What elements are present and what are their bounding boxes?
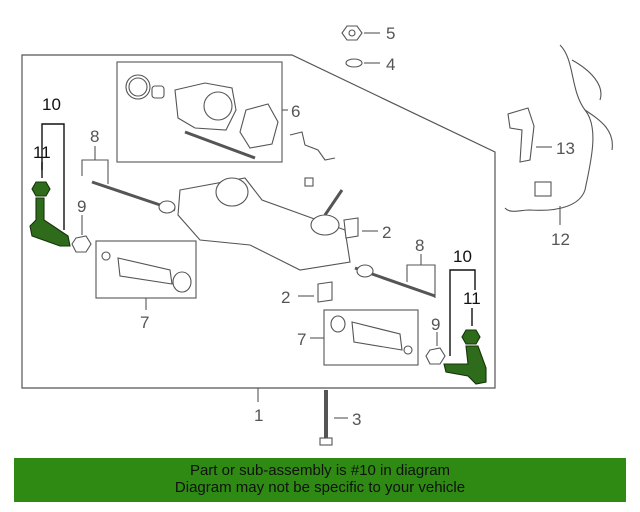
callout-10a: 10 [42,95,61,114]
bolt-3-head [319,437,333,446]
right-boot [351,321,403,351]
callout-2a: 2 [382,223,391,242]
callout-8a: 8 [90,127,99,146]
left-inner-tie-rod-group: 8 [81,127,176,214]
right-boot-ring [330,315,346,333]
harness-branch [571,59,613,151]
pinion-shaft [323,189,344,216]
callout-6: 6 [291,102,300,121]
bolt-3-group: 3 [319,390,361,446]
steering-gear-parts-diagram: 6 5 4 13 12 2 2 [21,24,613,446]
small-bushing [151,85,165,99]
control-module [239,103,279,149]
steering-gear-body [177,177,351,271]
callout-5: 5 [386,24,395,43]
bracket-10a [41,123,65,230]
callout-8b: 8 [415,236,424,255]
callout-10b: 10 [453,247,472,266]
left-boot-clamp [101,251,111,261]
motor-end [203,91,233,121]
bracket-13 [507,107,535,163]
harness-connector [534,181,552,197]
left-boot-kit-group: 7 [95,240,197,332]
right-boot-clamp [403,345,413,355]
callout-7b: 7 [297,330,306,349]
nut-11-right [461,329,481,345]
nut-washer-group: 5 4 [341,24,395,74]
callout-3: 3 [352,410,361,429]
o-ring-inner [128,77,148,97]
left-boot-ring [172,271,192,293]
bracket-10b [449,269,476,356]
o-ring [125,74,151,100]
info-banner: Part or sub-assembly is #10 in diagram D… [14,458,626,502]
harness-group: 13 12 [504,44,613,249]
long-bolt [184,130,256,160]
banner-line-2: Diagram may not be specific to your vehi… [174,479,466,496]
tie-rod-end-left [29,197,71,247]
left-outer-tie-rod-end-group: 10 11 [29,95,71,247]
right-boot-kit-group: 7 [297,309,419,366]
callout-12: 12 [551,230,570,249]
callout-11a: 11 [33,143,51,162]
left-rod-joint [158,200,176,214]
banner-line-1: Part or sub-assembly is #10 in diagram [189,462,451,479]
pinion-housing [310,214,340,236]
bushing-2-group: 2 2 [281,217,391,307]
tie-rod-end-right [443,345,487,385]
right-outer-tie-rod-end-group: 10 11 [443,247,487,385]
sensor-plug [304,177,314,187]
sensor-connector [289,131,336,161]
motor-module-box [116,61,283,163]
right-inner-tie-rod-group: 8 [354,236,436,298]
jam-nut-left [71,235,92,253]
callout-9a: 9 [77,197,86,216]
callout-13: 13 [556,139,575,158]
right-rod-joint [356,264,374,278]
nut-5 [341,25,363,41]
bushing-2-upper [343,217,359,239]
callout-9b: 9 [431,315,440,334]
motor-module-group: 6 [116,61,300,163]
callout-1: 1 [254,406,263,425]
callout-4: 4 [386,55,395,74]
callout-7a: 7 [140,313,149,332]
bushing-2-lower [317,281,333,303]
jam-nut-9-group: 9 9 [71,197,446,365]
harness-12 [504,44,594,212]
callout-11b: 11 [463,289,481,308]
nut-5-hole [348,29,356,37]
nut-11-left [31,181,51,197]
left-boot [117,257,173,285]
callout-2b: 2 [281,288,290,307]
gear-motor-end [215,177,249,207]
washer-4 [345,58,363,68]
jam-nut-right [425,347,446,365]
